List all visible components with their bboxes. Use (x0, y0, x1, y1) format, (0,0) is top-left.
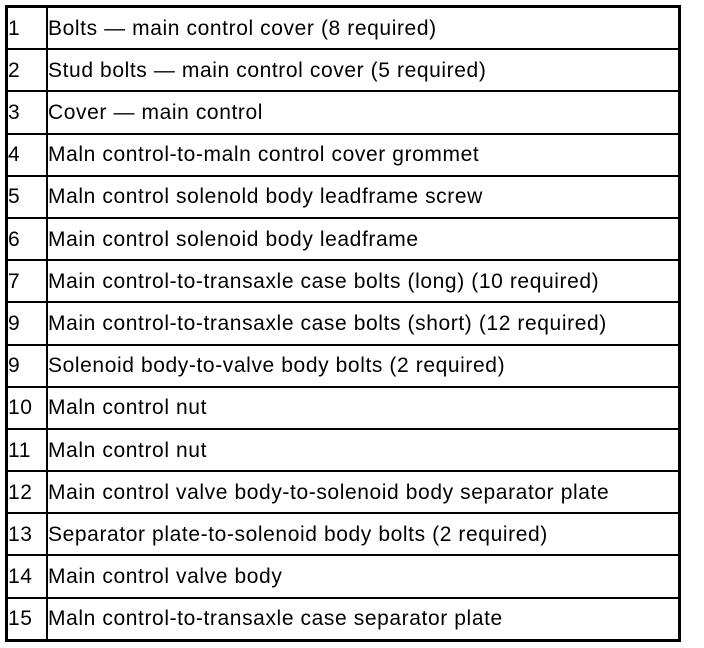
item-description: Main control valve body (46, 554, 681, 599)
item-description: Cover — main control (46, 90, 681, 135)
item-description: Main control valve body-to-solenoid body… (46, 470, 681, 515)
item-number: 14 (5, 554, 48, 599)
item-description: Separator plate-to-solenoid body bolts (… (46, 512, 681, 557)
item-description: Maln control solenold body leadframe scr… (46, 174, 681, 219)
table-row: 3 Cover — main control (5, 90, 681, 135)
item-description: Maln control nut (46, 427, 681, 473)
item-number: 9 (5, 301, 48, 346)
parts-table-body: 1 Bolts — main control cover (8 required… (5, 5, 681, 642)
table-row: 13 Separator plate-to-solenoid body bolt… (5, 512, 681, 557)
table-row: 7 Main control-to-transaxle case bolts (… (5, 259, 681, 304)
item-number: 10 (5, 385, 48, 430)
table-row: 4 Maln control-to-maln control cover gro… (5, 132, 681, 177)
table-row: 15 Maln control-to-transaxle case separa… (5, 596, 681, 642)
table-row: 9 Solenoid body-to-valve body bolts (2 r… (5, 343, 681, 388)
parts-table: 1 Bolts — main control cover (8 required… (5, 5, 681, 642)
item-number: 3 (5, 90, 48, 135)
item-number: 4 (5, 132, 48, 177)
item-number: 15 (5, 596, 48, 642)
item-description: Bolts — main control cover (8 required) (46, 5, 681, 51)
item-description: Main control-to-transaxle case bolts (lo… (46, 259, 681, 304)
item-number: 13 (5, 512, 48, 557)
item-description: Solenoid body-to-valve body bolts (2 req… (46, 343, 681, 388)
item-description: Main control solenoid body leadframe (46, 216, 681, 262)
item-description: Stud bolts — main control cover (5 requi… (46, 48, 681, 93)
item-number: 6 (5, 216, 48, 262)
table-row: 6 Main control solenoid body leadframe (5, 216, 681, 262)
table-row: 10 Maln control nut (5, 385, 681, 430)
item-number: 5 (5, 174, 48, 219)
table-row: 12 Main control valve body-to-solenoid b… (5, 470, 681, 515)
item-number: 9 (5, 343, 48, 388)
table-row: 14 Main control valve body (5, 554, 681, 599)
table-row: 5 Maln control solenold body leadframe s… (5, 174, 681, 219)
item-description: Maln control nut (46, 385, 681, 430)
item-description: Maln control-to-transaxle case separator… (46, 596, 681, 642)
table-row: 9 Main control-to-transaxle case bolts (… (5, 301, 681, 346)
table-row: 11 Maln control nut (5, 427, 681, 473)
table-row: 2 Stud bolts — main control cover (5 req… (5, 48, 681, 93)
item-number: 2 (5, 48, 48, 93)
table-row: 1 Bolts — main control cover (8 required… (5, 5, 681, 51)
item-description: Main control-to-transaxle case bolts (sh… (46, 301, 681, 346)
item-number: 12 (5, 470, 48, 515)
item-description: Maln control-to-maln control cover gromm… (46, 132, 681, 177)
item-number: 1 (5, 5, 48, 51)
item-number: 7 (5, 259, 48, 304)
item-number: 11 (5, 427, 48, 473)
